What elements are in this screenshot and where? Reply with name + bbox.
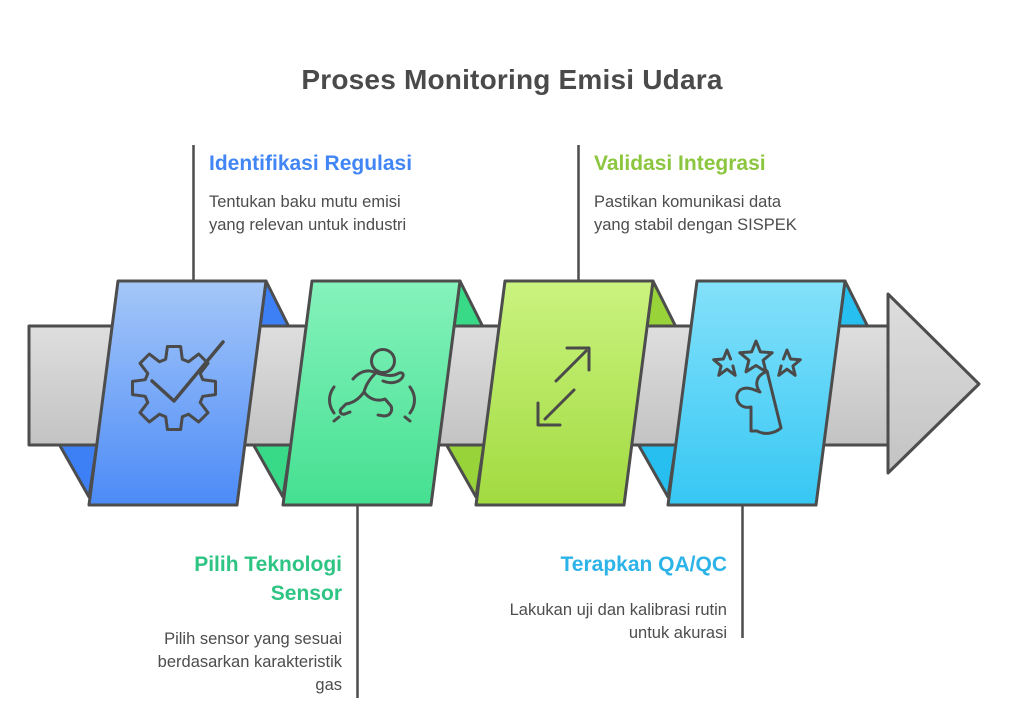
step-3-description: Pastikan komunikasi data yang stabil den…: [594, 193, 797, 234]
ribbon-step-1: [87, 279, 268, 507]
page-title: Proses Monitoring Emisi Udara: [301, 64, 723, 95]
step-2-heading: Pilih Teknologi Sensor: [194, 553, 342, 605]
step-3-label-block: Validasi Integrasi Pastikan komunikasi d…: [594, 149, 814, 237]
step-1-label-block: Identifikasi Regulasi Tentukan baku mutu…: [209, 149, 419, 237]
ribbons: [87, 279, 847, 507]
ribbon-step-2: [281, 279, 462, 507]
step-4-heading: Terapkan QA/QC: [560, 553, 727, 576]
ribbon-step-3: [474, 279, 655, 507]
step-3-heading: Validasi Integrasi: [594, 152, 766, 175]
step-1-description: Tentukan baku mutu emisi yang relevan un…: [209, 193, 407, 234]
step-4-description: Lakukan uji dan kalibrasi rutin untuk ak…: [509, 601, 727, 642]
ribbon-step-4: [666, 279, 847, 507]
gear-check-icon: [131, 340, 225, 431]
step-4-label-block: Terapkan QA/QC Lakukan uji dan kalibrasi…: [497, 550, 727, 645]
arrow-head: [886, 292, 981, 475]
connector-lines: [192, 145, 744, 698]
runner-icon: [328, 348, 416, 423]
star-right-icon: [777, 348, 802, 377]
star-center-icon: [738, 339, 774, 374]
step-2-description: Pilih sensor yang sesuai berdasarkan kar…: [157, 630, 342, 694]
thumb-icon: [735, 369, 783, 435]
step-2-label-block: Pilih Teknologi Sensor Pilih sensor yang…: [142, 550, 342, 697]
expand-arrows-icon: [536, 346, 591, 427]
stars-thumb-icon: [712, 339, 802, 435]
step-1-heading: Identifikasi Regulasi: [209, 152, 413, 175]
star-left-icon: [712, 348, 737, 377]
